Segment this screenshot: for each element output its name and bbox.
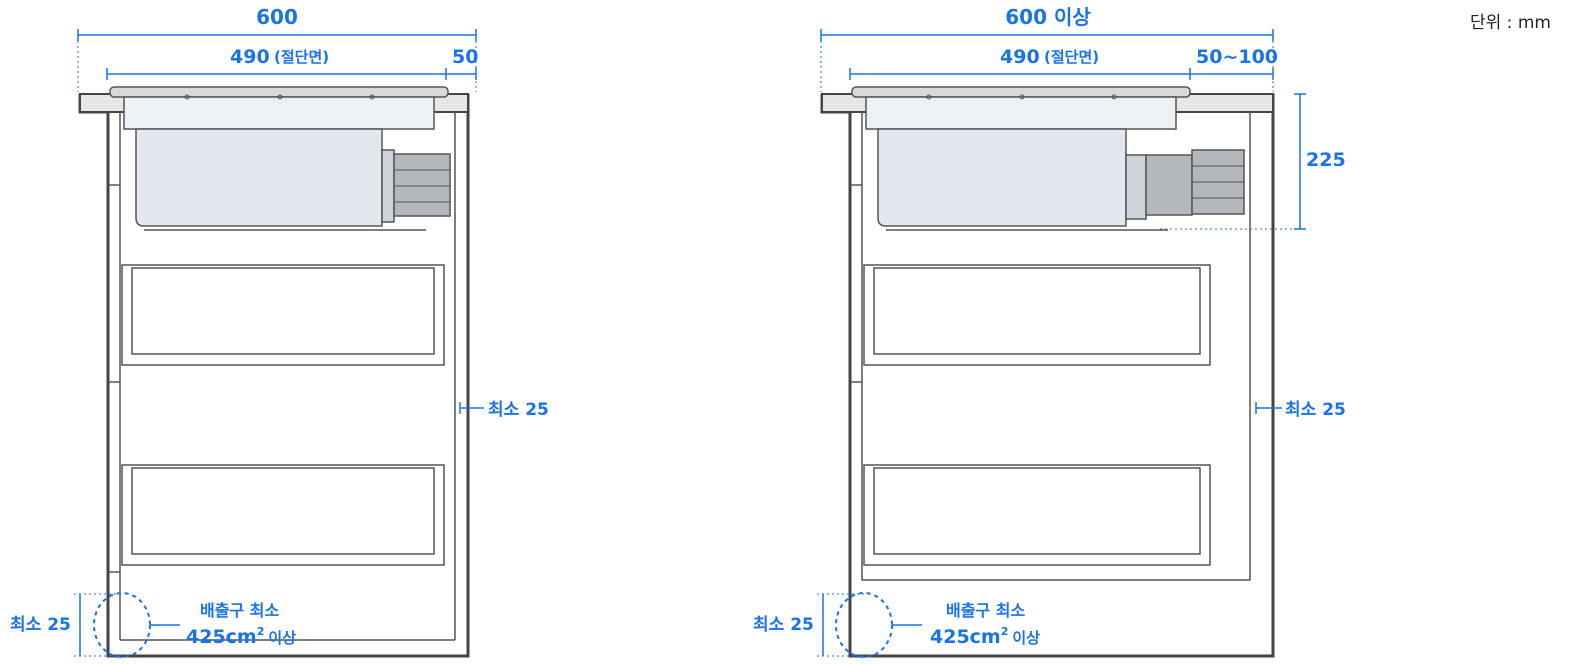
dim-total-width: 600 이상 — [820, 5, 1274, 92]
svg-text:최소 25: 최소 25 — [10, 615, 71, 635]
cooktop-unit — [851, 86, 1245, 231]
dim-side-gap: 50~100 — [1196, 46, 1278, 68]
dim-side-clearance: 최소 25 — [459, 400, 549, 420]
drawer — [863, 464, 1211, 566]
drawer — [863, 264, 1211, 366]
cooktop-unit — [109, 86, 451, 231]
svg-text:(절단면): (절단면) — [274, 48, 329, 66]
dim-bottom-clearance: 최소 25 — [10, 593, 122, 657]
drawer — [121, 464, 445, 566]
svg-text:225: 225 — [1306, 149, 1346, 171]
svg-text:(절단면): (절단면) — [1044, 48, 1099, 66]
dim-cut-width: 490 (절단면) 50~100 — [849, 46, 1278, 80]
svg-text:600: 600 — [256, 5, 298, 29]
left-diagram: 600 490 (절단면) 50 최소 25 최소 25 — [10, 5, 549, 658]
dim-cut-width: 490 (절단면) 50 — [106, 46, 478, 80]
svg-text:최소 25: 최소 25 — [1285, 400, 1346, 420]
dim-total-width: 600 — [77, 5, 477, 92]
dim-height: 225 — [1160, 93, 1346, 230]
svg-text:배출구 최소: 배출구 최소 — [200, 601, 279, 620]
cabinet-inner — [108, 112, 456, 641]
svg-text:600 이상: 600 이상 — [1005, 5, 1091, 29]
dim-side-clearance: 최소 25 — [1255, 400, 1346, 420]
svg-text:배출구 최소: 배출구 최소 — [946, 601, 1025, 620]
unit-label: 단위 : mm — [1470, 13, 1551, 33]
dim-side-gap: 50 — [452, 46, 478, 68]
right-diagram: 600 이상 490 (절단면) 50~100 225 최소 25 — [753, 5, 1346, 658]
svg-text:490: 490 — [230, 46, 270, 68]
svg-text:최소 25: 최소 25 — [753, 615, 814, 635]
dim-bottom-clearance: 최소 25 — [753, 593, 864, 657]
cabinet-inner — [850, 112, 1251, 581]
svg-text:최소 25: 최소 25 — [488, 400, 549, 420]
svg-text:490: 490 — [1000, 46, 1040, 68]
drawer — [121, 264, 445, 366]
